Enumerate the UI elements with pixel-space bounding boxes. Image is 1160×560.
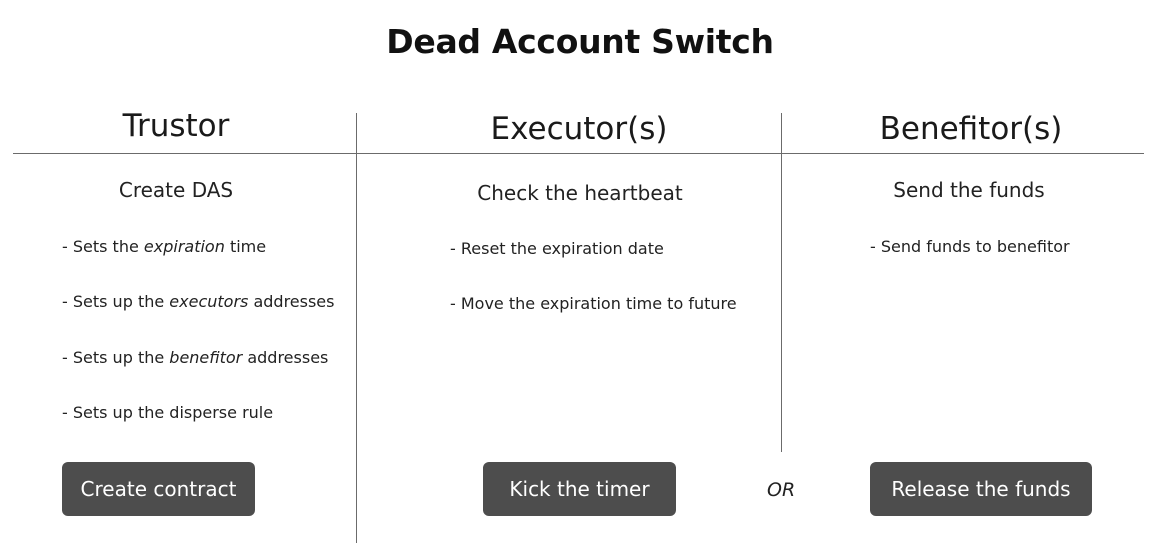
item-text: addresses [248,292,335,311]
header-divider [13,153,1144,154]
benefitors-subheading: Send the funds [893,178,1045,202]
item-text: - Sets up the [62,348,170,367]
item-text: addresses [242,348,329,367]
item-text: - Send funds to benefitor [870,237,1070,256]
trustor-item-disperse: - Sets up the disperse rule [62,403,273,422]
trustor-subheading: Create DAS [118,178,234,202]
item-text: - Reset the expiration date [450,239,664,258]
benefitors-heading: Benefitor(s) [879,111,1063,147]
item-text: - Sets the [62,237,144,256]
trustor-heading: Trustor [122,108,230,144]
create-contract-button[interactable]: Create contract [62,462,255,516]
executors-subheading: Check the heartbeat [477,181,683,205]
item-text: - Sets up the [62,292,170,311]
column-divider-2 [781,113,782,452]
item-text: time [224,237,267,256]
item-emphasis: benefitor [169,348,243,367]
column-divider-1 [356,113,357,543]
item-text: - Sets up the disperse rule [62,403,274,422]
benefitors-item-send: - Send funds to benefitor [870,237,1070,256]
executors-heading: Executor(s) [490,111,668,147]
or-label: OR [767,479,796,501]
item-text: - Move the expiration time to future [450,294,737,313]
trustor-item-expiration: - Sets the expiration time [62,237,266,256]
executors-item-reset: - Reset the expiration date [450,239,664,258]
trustor-item-executors: - Sets up the executors addresses [62,292,334,311]
item-emphasis: executors [169,292,249,311]
executors-item-move: - Move the expiration time to future [450,294,737,313]
trustor-item-benefitor: - Sets up the benefitor addresses [62,348,328,367]
item-emphasis: expiration [143,237,225,256]
page-title: Dead Account Switch [386,22,774,61]
release-funds-button[interactable]: Release the funds [870,462,1092,516]
kick-timer-button[interactable]: Kick the timer [483,462,676,516]
